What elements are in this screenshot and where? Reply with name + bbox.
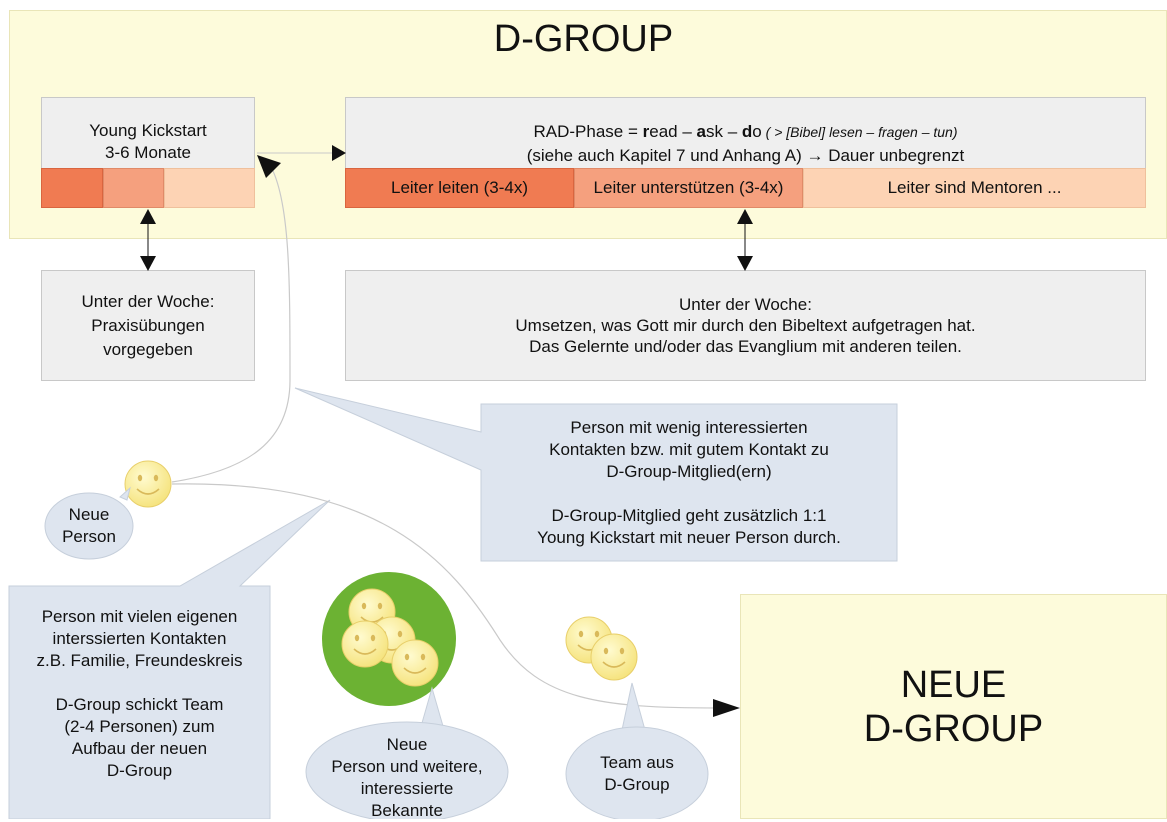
smiley-icon [391, 639, 439, 687]
connector-down-curve [171, 483, 719, 709]
neue-person-label: Neue Person [45, 504, 133, 548]
neue-person-line2: Person [62, 527, 116, 546]
page-title: D-GROUP [493, 18, 674, 60]
team-line2: D-Group [604, 775, 670, 794]
callout-wenig-line2: Kontakten bzw. mit gutem Kontakt zu [549, 439, 829, 459]
callout-wenig-line1: Person mit wenig interessierten [570, 417, 808, 437]
kickstart-segment-light [164, 168, 255, 208]
callout-vielen-line6: Aufbau der neuen [71, 739, 208, 758]
rad-phase-label: RAD-Phase = read – ask – do ( > [Bibel] … [345, 120, 1146, 168]
team-line1: Team aus [600, 753, 674, 772]
smiley-icon [590, 633, 638, 681]
neue-person-bubble [44, 492, 134, 560]
neue-person-weitere-line4: Bekannte [371, 801, 443, 820]
smiley-icon [341, 620, 389, 668]
callout-wenig-line4: D-Group-Mitglied geht zusätzlich 1:1 [551, 505, 827, 525]
woche-right-line1: Unter der Woche: [679, 295, 812, 314]
callout-vielen-line4: D-Group schickt Team [55, 695, 224, 714]
callout-vielen-line7: D-Group [106, 761, 173, 780]
kickstart-segment-dark [41, 168, 103, 208]
arrow-icon [257, 155, 281, 178]
callout-wenig-line3: D-Group-Mitglied(ern) [606, 461, 772, 481]
callout-wenig-shape [294, 387, 898, 562]
arrow-icon [332, 145, 346, 161]
callout-vielen-line1: Person mit vielen eigenen [41, 607, 238, 626]
connector-up-curve [171, 164, 291, 483]
woche-right-line2: Umsetzen, was Gott mir durch den Bibelte… [515, 316, 976, 335]
woche-left-line2: Praxisübungen [91, 315, 205, 335]
kickstart-segment-mid [103, 168, 164, 208]
woche-left-line3: vorgegeben [103, 339, 193, 359]
team-label: Team aus D-Group [566, 752, 708, 796]
neue-person-weitere-label: Neue Person und weitere, interessierte B… [306, 734, 508, 822]
neue-dgroup-line1: NEUE [900, 663, 1007, 706]
woche-left-line1: Unter der Woche: [81, 291, 215, 311]
callout-vielen-line2: interssierten Kontakten [52, 629, 227, 648]
callout-vielen-text: Person mit vielen eigenen interssierten … [9, 606, 270, 782]
arrow-icon [713, 699, 740, 717]
callout-vielen-line5: (2-4 Personen) zum [64, 717, 215, 736]
rad-phase-line2: (siehe auch Kapitel 7 und Anhang A) → Da… [526, 146, 965, 165]
callout-wenig-line5: Young Kickstart mit neuer Person durch. [537, 527, 841, 547]
rad-phase-line1: RAD-Phase = read – ask – do ( > [Bibel] … [533, 122, 958, 141]
neue-person-weitere-line3: interessierte [360, 779, 454, 798]
woche-left-box: Unter der Woche: Praxisübungen vorgegebe… [41, 270, 255, 381]
young-kickstart-title: Young Kickstart [89, 121, 207, 140]
callout-vielen-shape [8, 499, 331, 819]
arrow-icon [140, 209, 156, 224]
arrow-icon [140, 256, 156, 271]
callout-vielen-line3: z.B. Familie, Freundeskreis [36, 651, 243, 670]
arrow-icon [737, 209, 753, 224]
rad-segment-mentoren: Leiter sind Mentoren ... [803, 168, 1146, 208]
team-bubble [565, 726, 709, 819]
neue-person-weitere-bubble [305, 721, 509, 819]
callout-wenig-text: Person mit wenig interessierten Kontakte… [481, 404, 897, 561]
neue-person-line1: Neue [68, 505, 110, 524]
neue-dgroup-box: NEUE D-GROUP [740, 594, 1167, 819]
woche-right-box: Unter der Woche: Umsetzen, was Gott mir … [345, 270, 1146, 381]
young-kickstart-label: Young Kickstart 3-6 Monate [41, 120, 255, 164]
rad-segment-unterstuetzen: Leiter unterstützen (3-4x) [574, 168, 803, 208]
young-kickstart-duration: 3-6 Monate [105, 143, 191, 162]
woche-right-line3: Das Gelernte und/oder das Evanglium mit … [529, 337, 962, 356]
smiley-icon [124, 460, 172, 508]
neue-person-weitere-line1: Neue [386, 735, 428, 754]
neue-dgroup-line2: D-GROUP [863, 707, 1044, 750]
arrow-icon [737, 256, 753, 271]
rad-segment-leiten: Leiter leiten (3-4x) [345, 168, 574, 208]
neue-person-weitere-line2: Person und weitere, [331, 757, 483, 776]
